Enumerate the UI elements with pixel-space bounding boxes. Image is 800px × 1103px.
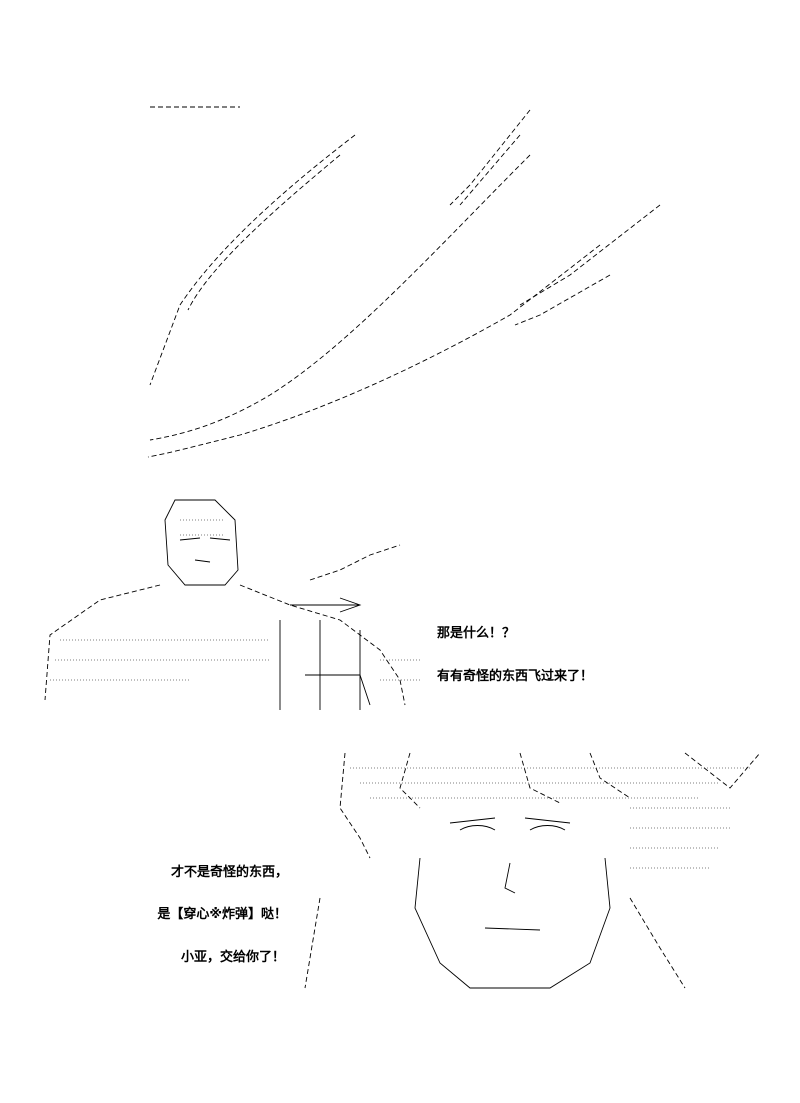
dialogue-top-line-2: 有有奇怪的东西飞过来了！ xyxy=(437,669,594,684)
panel-flying-streaks xyxy=(140,95,680,475)
speed-lines-art xyxy=(147,106,661,458)
dialogue-top-line-1: 那是什么！？ xyxy=(437,626,516,641)
character-pointing-art xyxy=(44,499,420,710)
panel-character-closeup xyxy=(300,748,775,998)
character-closeup-art xyxy=(304,752,761,989)
dialogue-bottom-line-2: 是【穿心※炸弹】哒！ xyxy=(157,907,287,922)
dialogue-bottom-line-1: 才不是奇怪的东西， xyxy=(170,865,288,880)
panel-character-pointing xyxy=(40,490,430,715)
dialogue-bottom-line-3: 小亚，交给你了！ xyxy=(180,950,285,965)
